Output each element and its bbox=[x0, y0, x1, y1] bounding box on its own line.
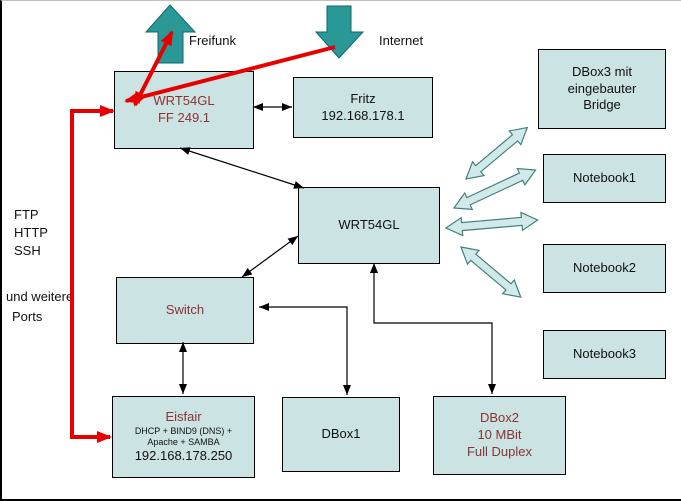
port-label-ftp: FTP bbox=[14, 207, 39, 222]
node-notebook3: Notebook3 bbox=[543, 330, 666, 379]
port-label-weitere: und weitere bbox=[6, 289, 74, 304]
wireless-arrow-notebook3 bbox=[460, 246, 522, 298]
wireless-arrow-notebook1 bbox=[452, 167, 537, 211]
port-label-http: HTTP bbox=[14, 225, 48, 240]
node-dbox2: DBox2 10 MBit Full Duplex bbox=[433, 396, 566, 475]
node-eisfair-services2: Apache + SAMBA bbox=[147, 437, 220, 447]
node-fritz: Fritz 192.168.178.1 bbox=[293, 77, 433, 138]
internet-label: Internet bbox=[379, 33, 424, 48]
node-fritz-ip: 192.168.178.1 bbox=[321, 107, 405, 123]
node-router-freifunk-firmware: FF 249.1 bbox=[157, 110, 211, 125]
freifunk-up-arrow bbox=[144, 4, 197, 64]
wireless-arrow-dbox3 bbox=[465, 126, 529, 180]
wireless-arrow-notebook2 bbox=[444, 211, 539, 237]
node-switch-name: Switch bbox=[165, 302, 205, 318]
node-wrt54gl: WRT54GL bbox=[298, 187, 440, 264]
node-notebook2: Notebook2 bbox=[543, 244, 666, 293]
node-dbox3-line2: eingebauter bbox=[567, 80, 637, 96]
node-dbox3-line3: Bridge bbox=[583, 97, 621, 113]
node-notebook1: Notebook1 bbox=[543, 154, 666, 203]
freifunk-label: Freifunk bbox=[189, 33, 236, 48]
node-router-freifunk-name: WRT54GL bbox=[153, 93, 215, 109]
node-notebook2-name: Notebook2 bbox=[573, 260, 636, 276]
node-dbox3-line1: DBox3 mit bbox=[572, 63, 632, 79]
node-dbox1-name: DBox1 bbox=[321, 426, 361, 442]
node-router-freifunk: WRT54GL FF 249.1 bbox=[114, 71, 254, 149]
node-dbox2-name: DBox2 bbox=[479, 410, 520, 426]
red-arrow-port-forwarding bbox=[70, 105, 115, 443]
link-routerff-wrt54gl bbox=[179, 147, 305, 189]
node-wrt54gl-name: WRT54GL bbox=[338, 217, 400, 233]
node-dbox2-duplex: Full Duplex bbox=[466, 443, 533, 459]
node-dbox2-speed: 10 MBit bbox=[477, 427, 522, 443]
link-switch-wrt54gl bbox=[241, 235, 299, 278]
port-label-ssh: SSH bbox=[14, 243, 41, 258]
node-eisfair-name: Eisfair bbox=[165, 408, 202, 424]
node-eisfair-ip: 192.168.178.250 bbox=[134, 448, 233, 464]
node-eisfair: Eisfair DHCP + BIND9 (DNS) + Apache + SA… bbox=[112, 396, 255, 478]
internet-down-arrow bbox=[314, 5, 365, 59]
node-notebook1-name: Notebook1 bbox=[573, 170, 636, 186]
port-label-ports: Ports bbox=[12, 309, 43, 324]
node-dbox3: DBox3 mit eingebauter Bridge bbox=[538, 49, 666, 129]
node-eisfair-services1: DHCP + BIND9 (DNS) + bbox=[134, 425, 233, 436]
link-switch-dbox1 bbox=[259, 303, 351, 395]
link-wrt54gl-dbox2 bbox=[370, 263, 496, 394]
node-fritz-name: Fritz bbox=[350, 90, 376, 106]
node-notebook3-name: Notebook3 bbox=[573, 346, 636, 362]
node-dbox1: DBox1 bbox=[282, 397, 400, 472]
node-switch: Switch bbox=[116, 277, 254, 344]
